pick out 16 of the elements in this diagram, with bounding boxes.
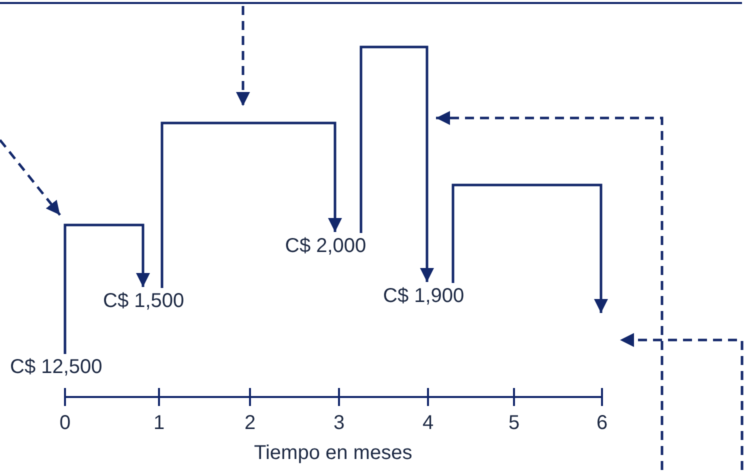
cash-flow-arrow (452, 184, 608, 313)
cash-flow-arrow (160, 122, 342, 288)
amount-label: C$ 12,500 (10, 356, 102, 378)
axis-title: Tiempo en meses (254, 442, 412, 464)
amount-label: C$ 1,900 (383, 285, 464, 307)
amount-label: C$ 1,500 (103, 290, 184, 312)
tick-label: 5 (508, 412, 520, 434)
tick-label: 4 (422, 412, 434, 434)
tick-label: 6 (596, 412, 608, 434)
cash-flow-arrow (360, 46, 434, 282)
amount-label: C$ 2,000 (285, 235, 366, 257)
tick-label: 2 (244, 412, 256, 434)
tick-label: 3 (334, 412, 345, 434)
tick-label: 1 (154, 412, 165, 434)
cash-flow-arrow (64, 224, 150, 354)
tick-label: 0 (60, 412, 71, 434)
